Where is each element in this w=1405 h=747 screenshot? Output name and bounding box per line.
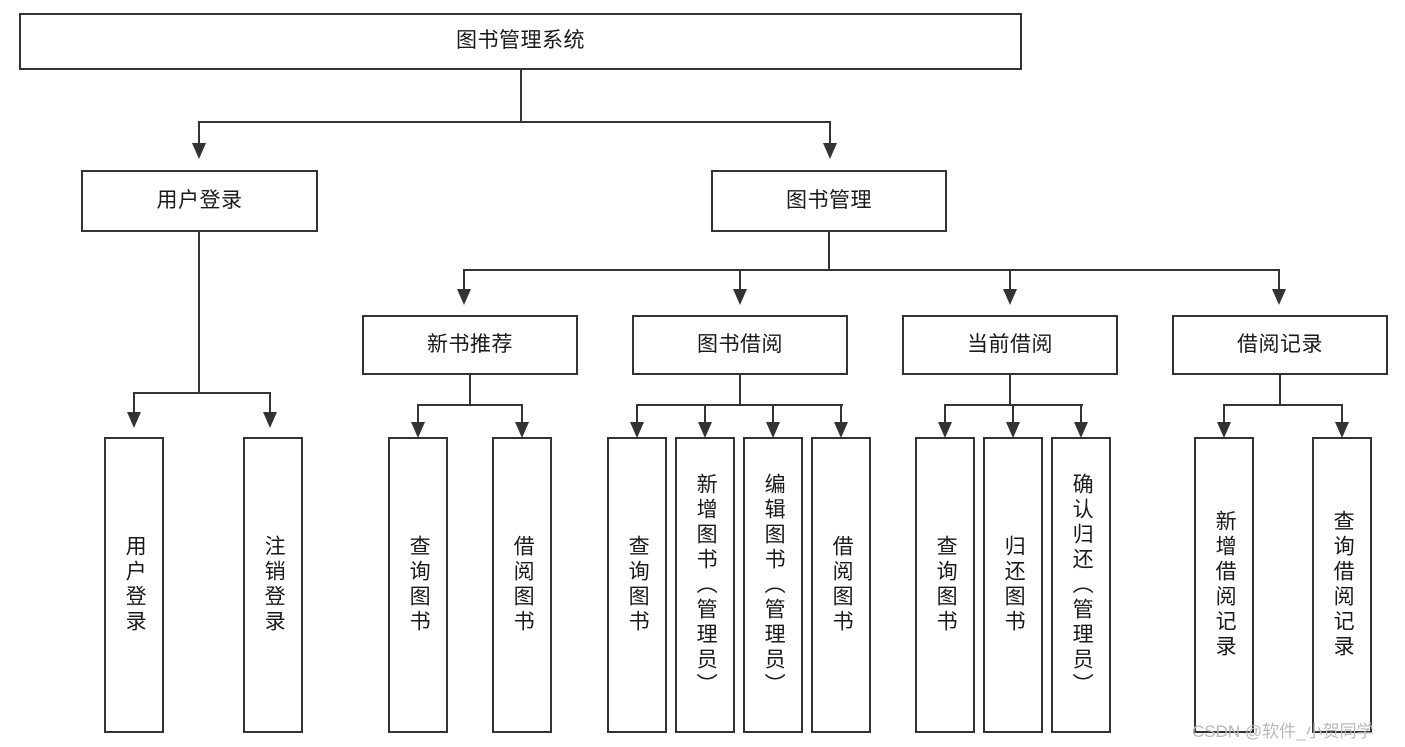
connector-drop-cb-return [1012, 404, 1014, 424]
leaf-bb-add-book-admin[interactable]: 新增图书（管理员） [675, 437, 735, 733]
connector-new-book-bus [417, 404, 522, 406]
node-label: 借阅记录 [1237, 332, 1323, 356]
connector-book-borrow-bus [636, 404, 843, 406]
node-book-management[interactable]: 图书管理 [711, 170, 947, 232]
arrow-to-user-login [192, 143, 206, 159]
connector-drop-current-borrow [1009, 269, 1011, 291]
leaf-cb-confirm-return-admin[interactable]: 确认归还（管理员） [1051, 437, 1111, 733]
node-book-borrow[interactable]: 图书借阅 [632, 315, 848, 375]
leaf-user-login[interactable]: 用户登录 [104, 437, 164, 733]
node-label: 查询图书 [934, 535, 958, 635]
node-root-book-management-system[interactable]: 图书管理系统 [19, 13, 1022, 70]
node-label: 当前借阅 [967, 332, 1053, 356]
arrow-to-leaf-logout [263, 412, 277, 428]
node-label: 查询图书 [407, 535, 431, 635]
arrow-to-bb-add-book [698, 422, 712, 438]
connector-drop-leaf-logout [269, 392, 271, 414]
node-label: 归还图书 [1002, 535, 1026, 635]
connector-drop-bb-borrow [840, 404, 842, 424]
connector-book-borrow-stem [739, 375, 741, 405]
node-current-borrow[interactable]: 当前借阅 [902, 315, 1118, 375]
arrow-to-book-borrow [733, 289, 747, 305]
node-label: 新增借阅记录 [1213, 510, 1237, 660]
connector-drop-bb-edit [772, 404, 774, 424]
arrow-to-br-query-record [1335, 422, 1349, 438]
node-label: 图书管理系统 [456, 29, 585, 53]
node-label: 图书管理 [786, 188, 872, 212]
arrow-to-cb-query-books [938, 422, 952, 438]
connector-drop-leaf-user-login [133, 392, 135, 414]
connector-drop-borrow-record [1278, 269, 1280, 291]
connector-drop-user-login [198, 121, 200, 145]
arrow-to-book-management [823, 143, 837, 159]
leaf-cb-return-books[interactable]: 归还图书 [983, 437, 1043, 733]
node-label: 借阅图书 [830, 535, 854, 635]
connector-book-management-stem [828, 232, 830, 270]
arrow-to-br-add-record [1217, 422, 1231, 438]
connector-current-borrow-stem [1009, 375, 1011, 405]
leaf-bb-query-books[interactable]: 查询图书 [607, 437, 667, 733]
connector-drop-br-add [1223, 404, 1225, 424]
node-label: 注销登录 [262, 535, 286, 635]
connector-drop-nb-borrow [521, 404, 523, 424]
connector-root-bus [198, 121, 831, 123]
node-label: 确认归还（管理员） [1070, 472, 1094, 698]
leaf-bb-edit-book-admin[interactable]: 编辑图书（管理员） [743, 437, 803, 733]
arrow-to-nb-query-books [411, 422, 425, 438]
arrow-to-cb-return-books [1006, 422, 1020, 438]
connector-drop-bb-query [636, 404, 638, 424]
arrow-to-leaf-user-login [127, 412, 141, 428]
csdn-watermark: CSDN @软件_小贺同学 [1192, 722, 1374, 741]
node-new-book-recommend[interactable]: 新书推荐 [362, 315, 578, 375]
arrow-to-cb-confirm-return [1074, 422, 1088, 438]
connector-new-book-stem [469, 375, 471, 405]
connector-root-stem [520, 70, 522, 122]
connector-book-management-bus [463, 269, 1278, 271]
connector-drop-book-borrow [739, 269, 741, 291]
node-label: 借阅图书 [511, 535, 535, 635]
leaf-br-query-record[interactable]: 查询借阅记录 [1312, 437, 1372, 733]
leaf-cb-query-books[interactable]: 查询图书 [915, 437, 975, 733]
node-label: 查询借阅记录 [1331, 510, 1355, 660]
connector-borrow-record-bus [1223, 404, 1342, 406]
leaf-br-add-record[interactable]: 新增借阅记录 [1194, 437, 1254, 733]
node-label: 图书借阅 [697, 332, 783, 356]
connector-drop-br-query [1341, 404, 1343, 424]
arrow-to-current-borrow [1003, 289, 1017, 305]
node-label: 用户登录 [123, 535, 147, 635]
connector-drop-new-book [463, 269, 465, 291]
node-label: 用户登录 [156, 188, 243, 212]
node-label: 新书推荐 [427, 332, 513, 356]
connector-drop-book-management [829, 121, 831, 145]
arrow-to-bb-borrow-books [834, 422, 848, 438]
connector-user-login-bus [133, 392, 269, 394]
connector-user-login-stem [198, 232, 200, 393]
leaf-nb-borrow-books[interactable]: 借阅图书 [492, 437, 552, 733]
arrow-to-bb-query-books [630, 422, 644, 438]
leaf-bb-borrow-books[interactable]: 借阅图书 [811, 437, 871, 733]
connector-drop-cb-confirm [1080, 404, 1082, 424]
connector-drop-nb-query [417, 404, 419, 424]
node-label: 查询图书 [626, 535, 650, 635]
connector-drop-bb-add [704, 404, 706, 424]
node-borrow-record[interactable]: 借阅记录 [1172, 315, 1388, 375]
node-label: 新增图书（管理员） [694, 472, 718, 698]
arrow-to-new-book-recommend [457, 289, 471, 305]
connector-drop-cb-query [944, 404, 946, 424]
arrow-to-nb-borrow-books [515, 422, 529, 438]
arrow-to-bb-edit-book [766, 422, 780, 438]
leaf-logout[interactable]: 注销登录 [243, 437, 303, 733]
connector-borrow-record-stem [1279, 375, 1281, 405]
node-user-login[interactable]: 用户登录 [81, 170, 318, 232]
node-label: 编辑图书（管理员） [762, 472, 786, 698]
arrow-to-borrow-record [1272, 289, 1286, 305]
leaf-nb-query-books[interactable]: 查询图书 [388, 437, 448, 733]
